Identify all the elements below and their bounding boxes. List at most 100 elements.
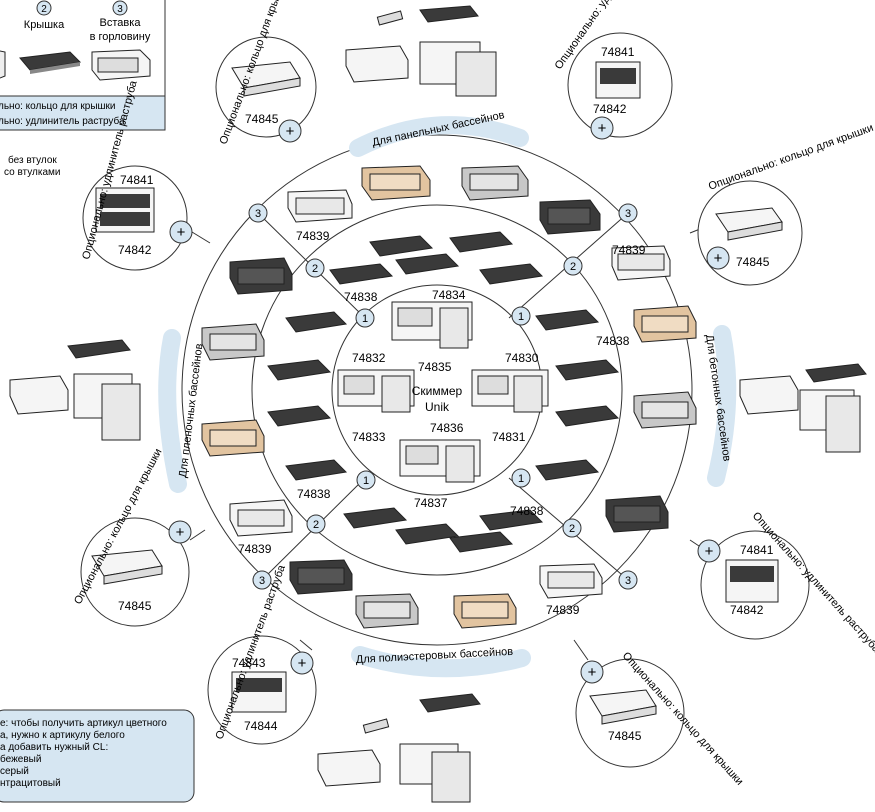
option-code: 74845 <box>608 729 642 743</box>
option-ring-bottom-right: 74845 Опционально: кольцо для крышки + <box>575 650 745 788</box>
insert-beige-left <box>201 419 265 457</box>
marker-1-ul: 1 <box>355 308 375 328</box>
code-ul-lid: 74838 <box>344 290 378 304</box>
code-ul-insert: 74839 <box>296 229 330 243</box>
plus-icon: + <box>588 664 597 681</box>
code-lr-lid: 74838 <box>510 504 544 518</box>
marker-3-ul: 3 <box>248 203 268 223</box>
pool-type-liner: Для пленочных бассейнов <box>158 329 205 493</box>
legend-number-2: 2 <box>41 4 47 15</box>
svg-text:3: 3 <box>625 208 631 220</box>
center-label-1: Скиммер <box>412 384 463 398</box>
center-label-2: Unik <box>425 400 450 414</box>
assembly-left <box>9 339 141 441</box>
code-ll-insert: 74839 <box>238 542 272 556</box>
plus-icon: + <box>705 543 714 560</box>
plus-icon: + <box>176 524 185 541</box>
pool-type-liner-label: Для пленочных бассейнов <box>177 343 205 479</box>
marker-2-lr: 2 <box>562 518 582 538</box>
color-note-line-1: е: чтобы получить артикул цветного <box>0 717 167 729</box>
assembly-bottom <box>317 693 481 803</box>
option-ext-left: 74841 74842 Опционально: удлинитель раст… <box>80 79 193 271</box>
code-lr-insert: 74839 <box>546 603 580 617</box>
svg-text:2: 2 <box>570 261 576 273</box>
ring-markers: 1 1 1 1 2 2 2 2 3 3 3 3 <box>248 203 638 590</box>
option-code-ext-2: 74842 <box>118 243 152 257</box>
skimmer-bottom <box>399 439 481 483</box>
ring-codes: 74839 74838 74839 74838 74839 74838 7483… <box>238 229 646 617</box>
assembly-top <box>345 5 497 97</box>
insert-anthracite-top <box>539 199 601 235</box>
code-bottom-b: 74837 <box>414 496 448 510</box>
lid-right-2 <box>555 359 620 381</box>
option-ring-top-left: 74845 Опционально: кольцо для крышки + <box>215 0 317 146</box>
insert-gray-bottom <box>355 593 419 629</box>
marker-2-ur: 2 <box>563 256 583 276</box>
legend-lid-icon <box>19 51 82 74</box>
insert-anthracite-right <box>605 495 669 533</box>
insert-white-lr <box>539 563 603 599</box>
lid-ur <box>479 263 544 285</box>
insert-gray-left <box>201 323 265 361</box>
skimmer-codes: 74834 74835 74832 74833 74830 74831 7483… <box>352 288 539 510</box>
insert-anthracite-bottom <box>289 559 353 595</box>
svg-text:2: 2 <box>312 263 318 275</box>
marker-3-ur: 3 <box>618 203 638 223</box>
color-note-line-4: бежевый <box>0 753 41 765</box>
svg-text:2: 2 <box>313 519 319 531</box>
pool-type-panel: Для панельных бассейнов <box>349 109 529 157</box>
color-note-line-5: серый <box>0 766 29 777</box>
svg-text:1: 1 <box>363 475 369 487</box>
legend-insert-label-2: в горловину <box>90 31 151 43</box>
color-code-note: е: чтобы получить артикул цветного а, ну… <box>0 709 195 803</box>
insert-white-ll <box>229 499 293 537</box>
pool-type-polyester: Для полиэстеровых бассейнов <box>351 646 531 678</box>
skimmer-left <box>337 369 415 413</box>
svg-text:3: 3 <box>255 208 261 220</box>
option-code: 74845 <box>245 112 279 126</box>
skimmer-right <box>471 369 549 413</box>
svg-text:3: 3 <box>625 575 631 587</box>
insert-white-ul <box>287 189 353 223</box>
insert-white-ur <box>611 245 671 281</box>
pool-type-concrete: Для бетонных бассейнов <box>703 325 737 487</box>
code-left-a: 74832 <box>352 351 386 365</box>
plus-icon: + <box>598 120 607 137</box>
plus-icon: + <box>714 250 723 267</box>
bushing-note-without: без втулок <box>8 154 57 166</box>
marker-3-lr: 3 <box>618 570 638 590</box>
marker-2-ll: 2 <box>306 514 326 534</box>
color-note-line-3: а добавить нужный CL: <box>0 741 108 753</box>
lid-ul <box>329 263 394 285</box>
code-right-b: 74831 <box>492 430 526 444</box>
legend-box: 2 3 Крышка Вставка в горловину льно: кол… <box>0 0 166 131</box>
lid-bottom-1 <box>343 507 408 529</box>
skimmer-top <box>391 301 473 349</box>
marker-3-ll: 3 <box>252 570 272 590</box>
assembly-right <box>739 363 867 453</box>
bushing-note-with: со втулками <box>4 167 60 178</box>
legend-optional-extension: льно: удлинитель раструба <box>0 115 125 127</box>
legend-insert-icon <box>91 49 151 81</box>
option-code: 74845 <box>736 255 770 269</box>
lid-bottom-2 <box>395 523 460 545</box>
option-code-ext-4: 74844 <box>244 719 278 733</box>
lid-right-4 <box>535 459 600 481</box>
insert-beige-right <box>633 305 697 343</box>
legend-optional-ring: льно: кольцо для крышки <box>0 101 116 112</box>
option-code-ext-1: 74841 <box>120 173 154 187</box>
marker-1-lr: 1 <box>511 468 531 488</box>
code-top-b: 74835 <box>418 360 452 374</box>
code-ur-insert: 74839 <box>612 243 646 257</box>
lid-left-2 <box>267 359 332 381</box>
lid-left-3 <box>267 405 332 427</box>
option-code-ext-1: 74841 <box>740 543 774 557</box>
legend-lid-label: Крышка <box>24 19 65 31</box>
legend-insert-label-1: Вставка <box>100 17 142 29</box>
code-left-b: 74833 <box>352 430 386 444</box>
svg-text:1: 1 <box>518 311 524 323</box>
lid-top-1 <box>369 235 434 257</box>
lid-top-3 <box>395 253 460 275</box>
